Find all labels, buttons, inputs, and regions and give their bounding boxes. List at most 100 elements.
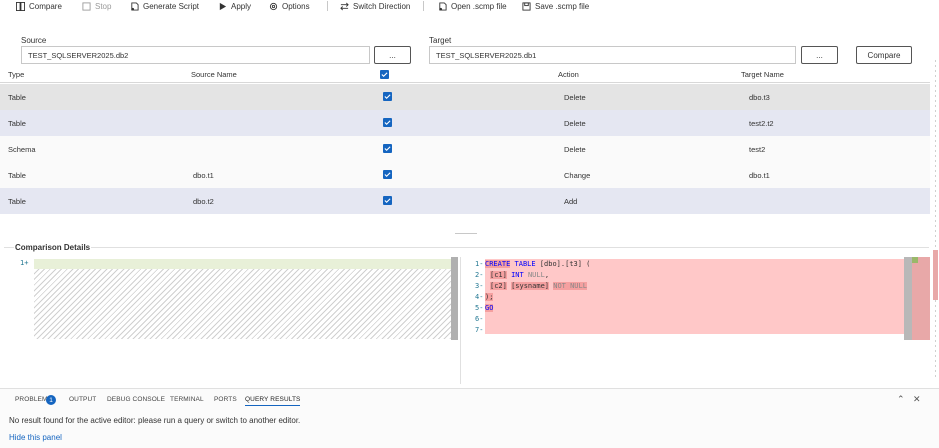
generate-script-button[interactable]: Generate Script [130, 0, 199, 12]
tab-terminal[interactable]: TERMINAL [170, 396, 204, 403]
target-browse-button[interactable]: ... [801, 46, 838, 64]
code-line: [c2] [sysname] NOT NULL [490, 282, 587, 290]
vertical-scrollbar[interactable] [932, 60, 939, 380]
compare-toolbar-button[interactable]: Compare [16, 0, 62, 12]
added-line-highlight [34, 259, 455, 269]
line-number: 6- [475, 315, 484, 323]
tab-query-results[interactable]: QUERY RESULTS [245, 396, 301, 406]
deleted-lines-highlight [485, 259, 905, 334]
row-type: Table [8, 93, 26, 102]
chevron-up-icon[interactable]: ⌃ [897, 394, 905, 404]
code-keyword: TABLE [514, 260, 536, 268]
table-row[interactable]: Schema Delete test2 [0, 136, 930, 162]
toolbar-separator [327, 1, 328, 11]
script-icon [131, 1, 139, 11]
gear-icon [269, 2, 278, 10]
source-label: Source [21, 36, 47, 45]
header-type[interactable]: Type [8, 70, 25, 79]
code-type: [sysname] [511, 282, 550, 290]
row-target-name: dbo.t3 [749, 93, 770, 102]
open-scmp-button[interactable]: Open .scmp file [438, 0, 507, 12]
save-scmp-button[interactable]: Save .scmp file [522, 0, 589, 12]
save-scmp-label: Save .scmp file [535, 1, 590, 11]
code-text: [dbo].[t3] ( [539, 260, 591, 268]
minimap-deleted-marker [912, 257, 930, 340]
code-line: CREATE TABLE [dbo].[t3] ( [485, 260, 590, 268]
row-type: Schema [8, 145, 36, 154]
empty-diff-area [34, 269, 455, 339]
row-include-checkbox[interactable] [383, 92, 392, 101]
options-label: Options [282, 1, 310, 11]
row-type: Table [8, 197, 26, 206]
row-include-checkbox[interactable] [383, 144, 392, 153]
row-action: Delete [564, 145, 586, 154]
options-button[interactable]: Options [269, 0, 310, 12]
code-text: ); [485, 293, 494, 301]
table-row[interactable]: Table Delete dbo.t3 [0, 84, 930, 110]
row-include-checkbox[interactable] [383, 170, 392, 179]
code-line: GO [485, 304, 494, 312]
header-action[interactable]: Action [558, 70, 579, 79]
row-action: Add [564, 197, 578, 206]
row-target-name: test2 [749, 145, 766, 154]
pane-splitter-handle[interactable] [455, 233, 477, 234]
switch-direction-button[interactable]: Switch Direction [340, 0, 410, 12]
line-number: 5- [475, 304, 484, 312]
source-field[interactable]: TEST_SQLSERVER2025.db2 [21, 46, 370, 64]
code-line: ); [485, 293, 494, 301]
tab-ports[interactable]: PORTS [214, 396, 237, 403]
diff-divider[interactable] [460, 257, 461, 384]
tab-debug-console[interactable]: DEBUG CONSOLE [107, 396, 166, 403]
line-number: 4- [475, 293, 484, 301]
table-row[interactable]: Table dbo.t2 Add [0, 188, 930, 214]
row-source-name: dbo.t2 [193, 197, 214, 206]
check-icon [381, 72, 388, 78]
row-include-checkbox[interactable] [383, 196, 392, 205]
row-target-name: dbo.t1 [749, 171, 770, 180]
row-type: Table [8, 119, 26, 128]
hide-panel-link[interactable]: Hide this panel [9, 433, 62, 442]
source-browse-button[interactable]: ... [374, 46, 411, 64]
table-row[interactable]: Table dbo.t1 Change dbo.t1 [0, 162, 930, 188]
stop-icon [82, 1, 91, 11]
code-identifier: [c2] [490, 282, 507, 290]
row-action: Change [564, 171, 591, 180]
switch-direction-label: Switch Direction [353, 1, 411, 11]
row-target-name: test2.t2 [749, 119, 774, 128]
row-include-checkbox[interactable] [383, 118, 392, 127]
compare-button[interactable]: Compare [856, 46, 912, 64]
row-action: Delete [564, 119, 586, 128]
table-row[interactable]: Table Delete test2.t2 [0, 110, 930, 136]
tab-problems[interactable]: PROBLEMS [15, 396, 52, 403]
open-scmp-label: Open .scmp file [451, 1, 507, 11]
line-number: 7- [475, 326, 484, 334]
close-icon[interactable]: ✕ [913, 394, 921, 404]
row-source-name: dbo.t1 [193, 171, 214, 180]
line-number: 1- [475, 260, 484, 268]
tab-output[interactable]: OUTPUT [69, 396, 97, 403]
source-pane-scrollbar[interactable] [451, 257, 458, 340]
apply-button[interactable]: Apply [218, 0, 251, 12]
line-number: 1+ [20, 259, 29, 267]
toolbar-separator [423, 1, 424, 11]
line-number: 2- [475, 271, 484, 279]
open-file-icon [439, 1, 447, 11]
source-script-pane[interactable]: 1+ [4, 257, 455, 384]
check-icon [384, 198, 391, 204]
header-target-name[interactable]: Target Name [741, 70, 784, 79]
bottom-panel: PROBLEMS 1 OUTPUT DEBUG CONSOLE TERMINAL… [0, 388, 939, 448]
header-source-name[interactable]: Source Name [191, 70, 237, 79]
check-icon [384, 146, 391, 152]
minimap-added-marker [912, 257, 918, 263]
toolbar: Compare Stop Generate Script Apply Optio… [0, 0, 939, 12]
target-label: Target [429, 36, 452, 45]
select-all-checkbox[interactable] [380, 70, 389, 79]
save-icon [522, 1, 531, 11]
target-field[interactable]: TEST_SQLSERVER2025.db1 [429, 46, 796, 64]
check-icon [384, 94, 391, 100]
target-script-pane[interactable]: 1- 2- 3- 4- 5- 6- 7- CREATE TABLE [dbo].… [470, 257, 930, 384]
problems-badge: 1 [46, 395, 56, 405]
stop-button[interactable]: Stop [82, 0, 111, 12]
row-action: Delete [564, 93, 586, 102]
code-keyword: INT [511, 271, 524, 279]
